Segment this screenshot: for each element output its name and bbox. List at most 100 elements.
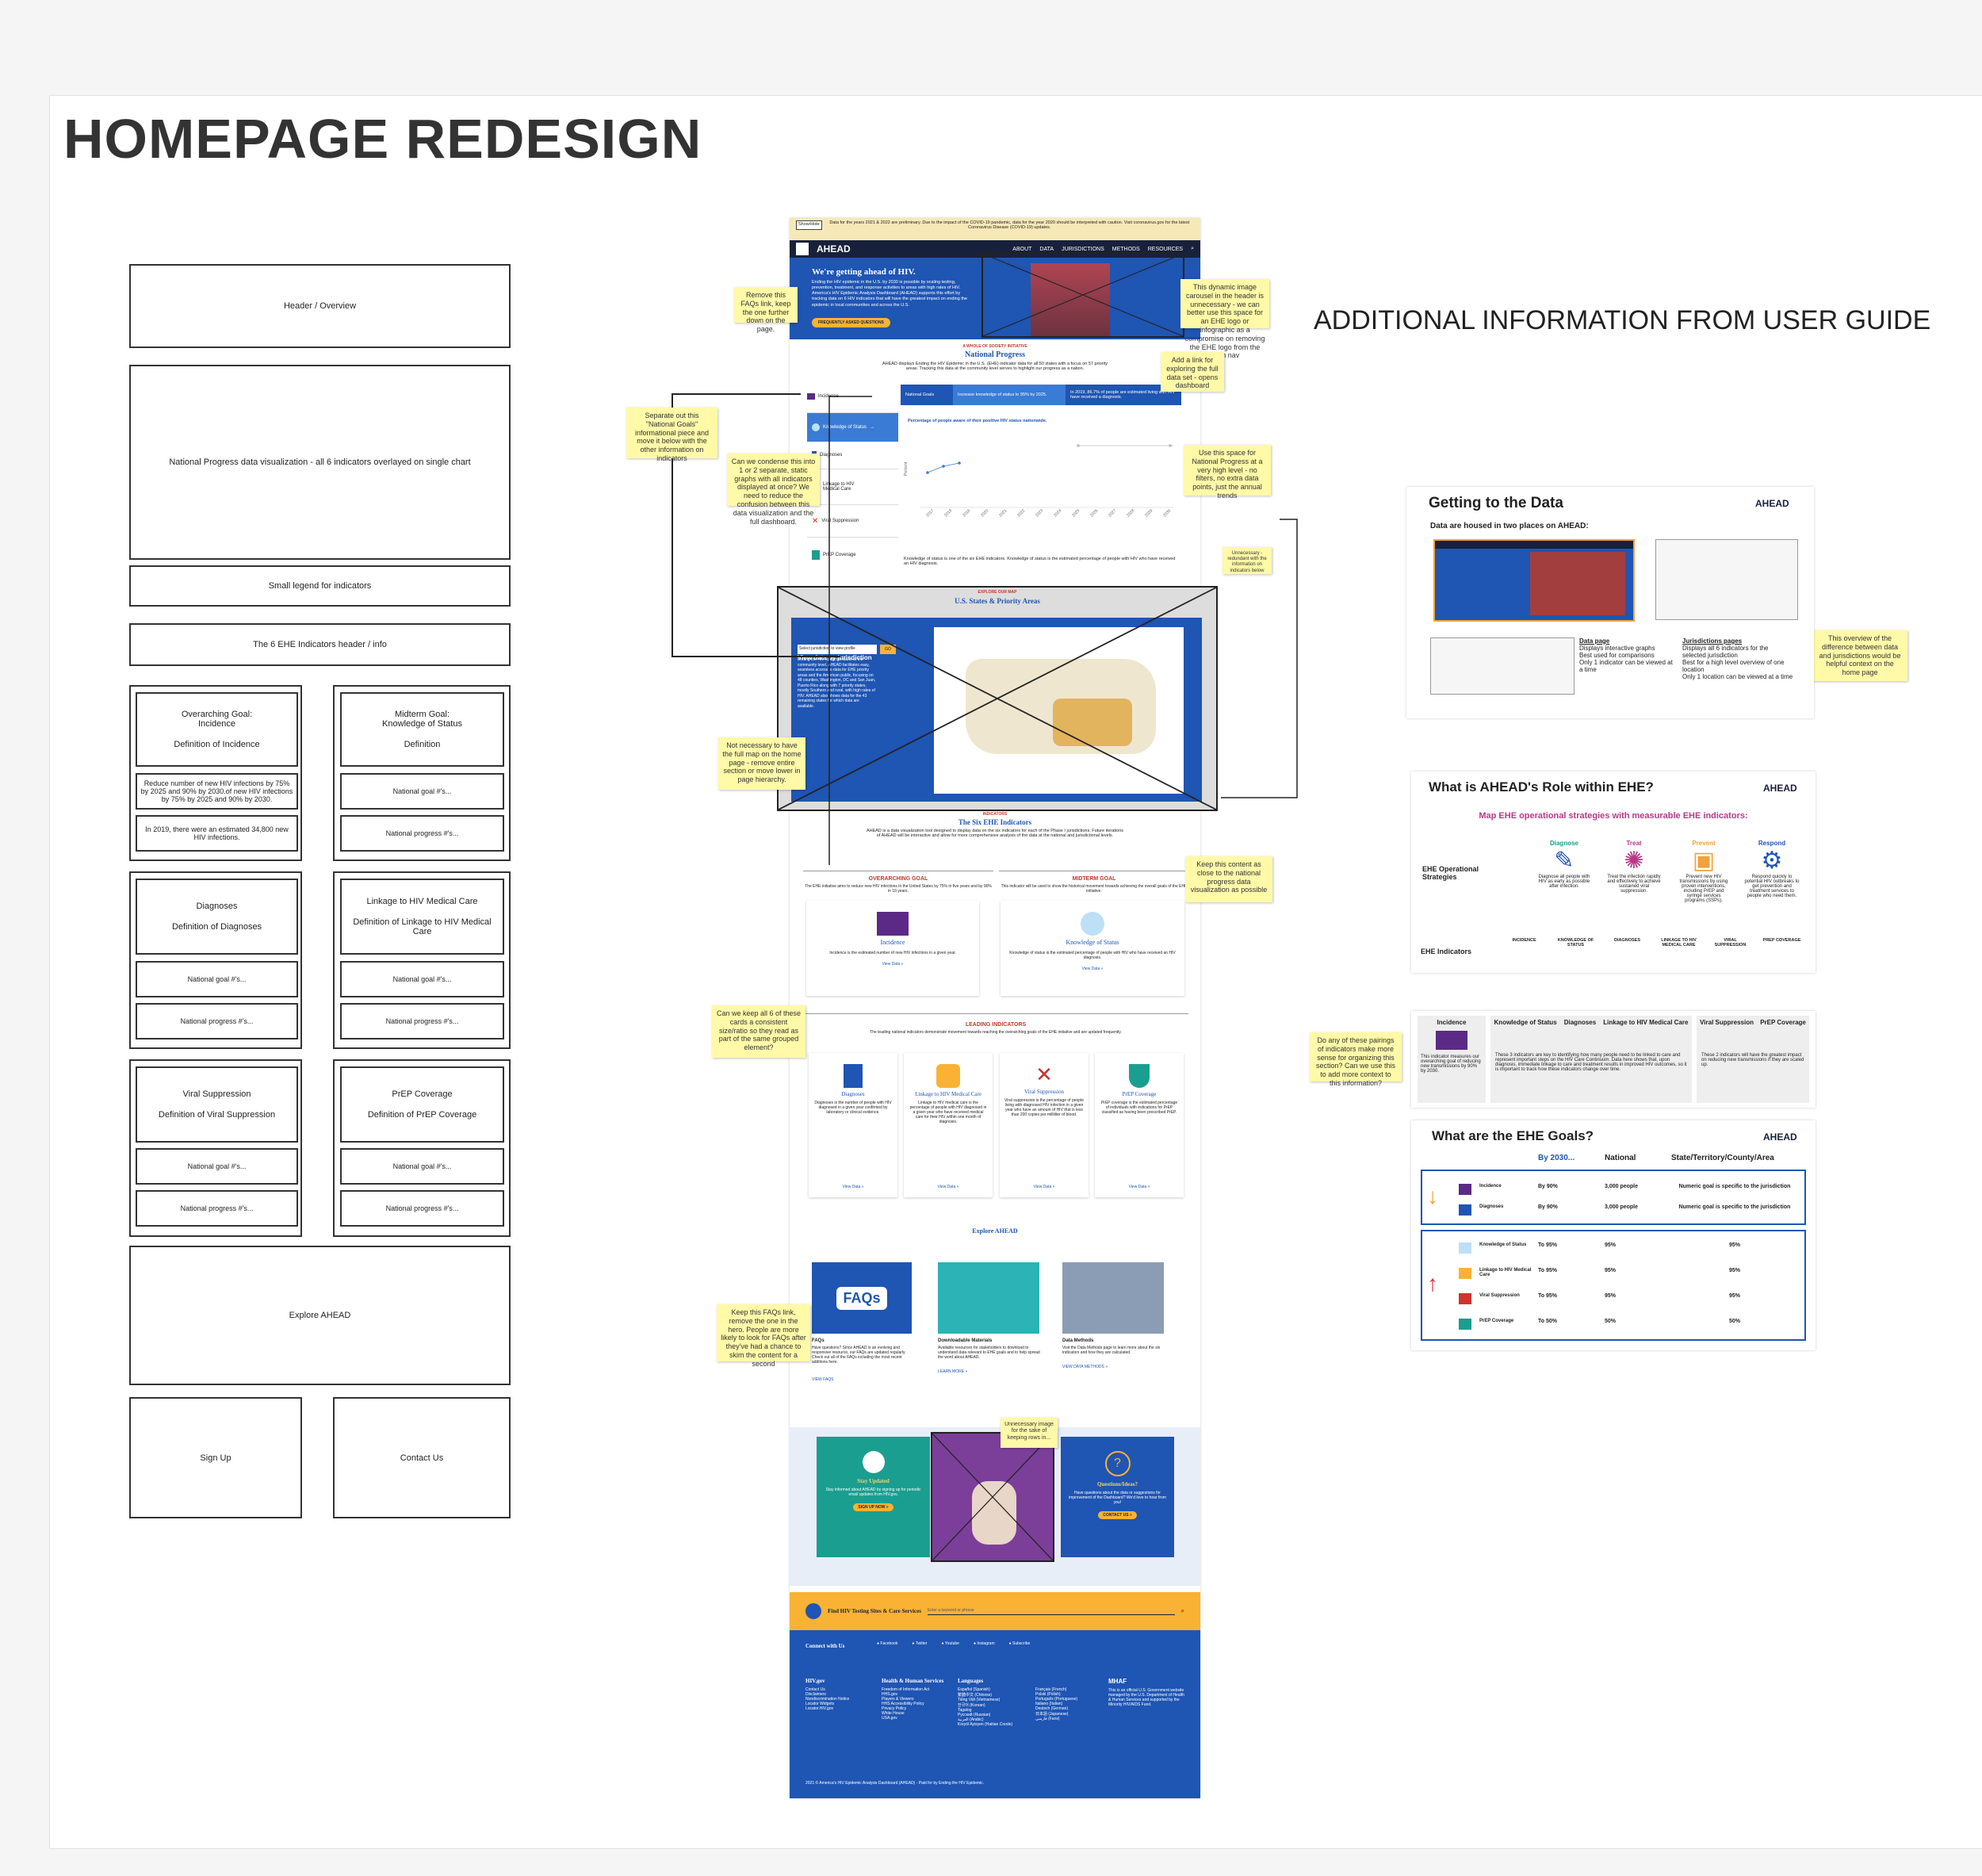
sign-up-button[interactable]: SIGN UP NOW »: [853, 1503, 893, 1511]
knowledge-view-data-link[interactable]: View Data »: [1081, 967, 1104, 971]
lead-card-prep[interactable]: PrEP Coverage PrEP coverage is the estim…: [1095, 1053, 1184, 1197]
search-icon[interactable]: ⌕: [1191, 246, 1194, 251]
wireframe-prep-definition: Definition of PrEP Coverage: [367, 1110, 477, 1120]
footer-link[interactable]: White House: [882, 1711, 905, 1716]
learn-more-link[interactable]: LEARN MORE »: [938, 1369, 968, 1374]
g4-header-national: National: [1605, 1154, 1636, 1162]
footer-link[interactable]: Deutsch (German): [1035, 1706, 1069, 1711]
g4-header-local: State/Territory/County/Area: [1671, 1154, 1774, 1162]
footer-link[interactable]: Русский (Russian): [958, 1713, 991, 1717]
view-data-link[interactable]: View Data »: [1128, 1185, 1150, 1189]
explore-card-materials[interactable]: Downloadable Materials Available resourc…: [938, 1338, 1041, 1374]
lead-card-title: Viral Suppression: [1024, 1089, 1064, 1095]
knowledge-card[interactable]: Knowledge of Status Knowledge of status …: [1001, 901, 1184, 996]
search-icon[interactable]: ⌕: [1180, 1607, 1184, 1614]
footer-link[interactable]: Italiano (Italian): [1035, 1702, 1063, 1706]
nav-jurisdictions[interactable]: JURISDICTIONS: [1062, 246, 1104, 252]
twitter-link[interactable]: ● Twitter: [912, 1641, 928, 1646]
footer-link[interactable]: USA.gov: [882, 1716, 897, 1721]
wireframe-incidence-card: Overarching Goal: Incidence Definition o…: [136, 692, 298, 767]
explore-card-methods[interactable]: Data Methods Visit the Data Methods page…: [1062, 1338, 1165, 1369]
np-tab-incidence[interactable]: Incidence: [807, 381, 898, 413]
footer-link[interactable]: Tagalog: [958, 1708, 972, 1713]
map-panel: View data by jurisdiction Select jurisdi…: [791, 618, 1202, 802]
connect-label: Connect with Us: [805, 1643, 845, 1649]
footer-link[interactable]: Players & Viewers: [882, 1697, 914, 1702]
pill-bottle-icon: ▣: [1692, 848, 1716, 874]
overarching-goal: OVERARCHING GOAL The EHE initiative aims…: [803, 871, 993, 894]
footer-link[interactable]: Locator.HIV.gov: [805, 1706, 834, 1711]
show-hide-button[interactable]: Show/Hide: [796, 220, 822, 230]
np-tab-prep[interactable]: PrEP Coverage: [807, 538, 898, 572]
person-shape: [972, 1481, 1016, 1545]
instagram-link[interactable]: ● Instagram: [973, 1641, 995, 1646]
footer-link[interactable]: Nondiscrimination Notice: [805, 1697, 850, 1702]
nav-about[interactable]: ABOUT: [1012, 246, 1032, 252]
footer-link[interactable]: HHS Accessibility Policy: [882, 1702, 924, 1706]
wireframe-incidence-title: Overarching Goal: Incidence: [181, 710, 253, 729]
incidence-view-data-link[interactable]: View Data »: [882, 962, 904, 967]
footer-link[interactable]: 한국어 (Korean): [958, 1703, 985, 1708]
view-data-methods-link[interactable]: VIEW DATA METHODS »: [1062, 1365, 1108, 1369]
footer-link[interactable]: 繁體中文 (Chinese): [958, 1693, 993, 1698]
down-arrow-icon: ↓: [1427, 1184, 1438, 1208]
nav-methods[interactable]: METHODS: [1112, 246, 1140, 252]
footer-link[interactable]: 日本語 (Japanese): [1035, 1712, 1069, 1717]
g3-group-care: Knowledge of Status Diagnoses Linkage to…: [1490, 1016, 1692, 1103]
incidence-card[interactable]: Incidence Incidence is the estimated num…: [806, 901, 979, 996]
youtube-link[interactable]: ● Youtube: [941, 1641, 959, 1646]
us-map[interactable]: [934, 627, 1184, 794]
explore-card-faqs[interactable]: FAQs Have questions? Since AHEAD is an e…: [812, 1338, 915, 1382]
facebook-link[interactable]: ● Facebook: [877, 1641, 898, 1646]
ahead-logo[interactable]: AHEAD: [817, 243, 851, 255]
np-tab-label: Linkage to HIV Medical Care: [823, 482, 855, 492]
incidence-card-title: Incidence: [880, 939, 905, 946]
view-data-link[interactable]: View Data »: [1033, 1185, 1055, 1189]
jurisdiction-go-button[interactable]: GO: [880, 645, 896, 654]
nav-data[interactable]: DATA: [1039, 246, 1054, 252]
map-kicker: EXPLORE OUR MAP: [978, 590, 1017, 595]
footer-link[interactable]: Français (French): [1035, 1687, 1067, 1692]
locator-search-input[interactable]: Enter a keyword or phrase: [927, 1608, 1175, 1615]
knowledge-card-title: Knowledge of Status: [1066, 939, 1119, 946]
footer-link[interactable]: Contact Us: [805, 1687, 825, 1692]
nav-resources[interactable]: RESOURCES: [1147, 246, 1184, 252]
jurisdiction-select[interactable]: Select jurisdiction to view profile: [798, 645, 877, 654]
g4-cell-by: To 50%: [1538, 1319, 1557, 1324]
lead-card-diagnoses[interactable]: Diagnoses Diagnoses is the number of peo…: [809, 1053, 897, 1197]
footer-link[interactable]: فارسی (Farsi): [1035, 1717, 1060, 1721]
incidence-card-text: Incidence is the estimated number of new…: [829, 951, 956, 955]
subscribe-link[interactable]: ● Subscribe: [1008, 1641, 1031, 1646]
view-data-link[interactable]: View Data »: [937, 1185, 959, 1189]
sticky-note-keep-close: Keep this content as close to the nation…: [1185, 856, 1272, 902]
lead-card-linkage[interactable]: Linkage to HIV Medical Care Linkage to H…: [904, 1053, 993, 1197]
view-faqs-link[interactable]: VIEW FAQS: [812, 1377, 834, 1382]
footer-link[interactable]: Kreyòl Ayisyen (Haitian Creole): [958, 1722, 1013, 1727]
stay-title: Stay Updated: [857, 1478, 890, 1484]
faq-hero-button[interactable]: FREQUENTLY ASKED QUESTIONS: [812, 318, 890, 327]
wireframe-prep-progress: National progress #'s...: [340, 1190, 504, 1227]
diagnoses-tubes-icon: [844, 1064, 863, 1088]
leading-indicators-header: LEADING INDICATORS The leading national …: [803, 1013, 1188, 1035]
footer-link[interactable]: Freedom of Information Act: [882, 1687, 930, 1692]
footer-link[interactable]: العربية (Arabic): [958, 1717, 984, 1722]
np-tab-knowledge[interactable]: Knowledge of Status→: [807, 413, 898, 442]
footer-link[interactable]: HHS.gov: [882, 1692, 898, 1697]
footer-link[interactable]: Disclaimers: [805, 1692, 826, 1697]
footer-link[interactable]: Tiếng Việt (Vietnamese): [958, 1698, 1001, 1702]
g4-cell-name: Knowledge of Status: [1479, 1242, 1527, 1247]
contact-us-button[interactable]: CONTACT US »: [1098, 1511, 1137, 1519]
g4-row-icon: [1459, 1319, 1471, 1330]
footer-link[interactable]: Português (Portuguese): [1035, 1697, 1078, 1702]
lead-card-viral[interactable]: ✕ Viral Suppression Viral suppression is…: [1000, 1053, 1089, 1197]
footer-link[interactable]: Privacy Policy: [882, 1706, 907, 1711]
g1-list-item: Only 1 indicator can be viewed at a time: [1579, 659, 1673, 673]
footer-link[interactable]: Polski (Polish): [1035, 1692, 1061, 1697]
footer-link[interactable]: Español (Spanish): [958, 1687, 990, 1692]
view-data-link[interactable]: View Data »: [842, 1185, 864, 1189]
explore-card-title: Downloadable Materials: [938, 1338, 993, 1343]
np-tab-viral[interactable]: ✕Viral Suppression: [807, 505, 898, 538]
footer-link[interactable]: Locator Widgets: [805, 1702, 835, 1706]
wireframe-viral-card: Viral Suppression Definition of Viral Su…: [136, 1066, 298, 1143]
